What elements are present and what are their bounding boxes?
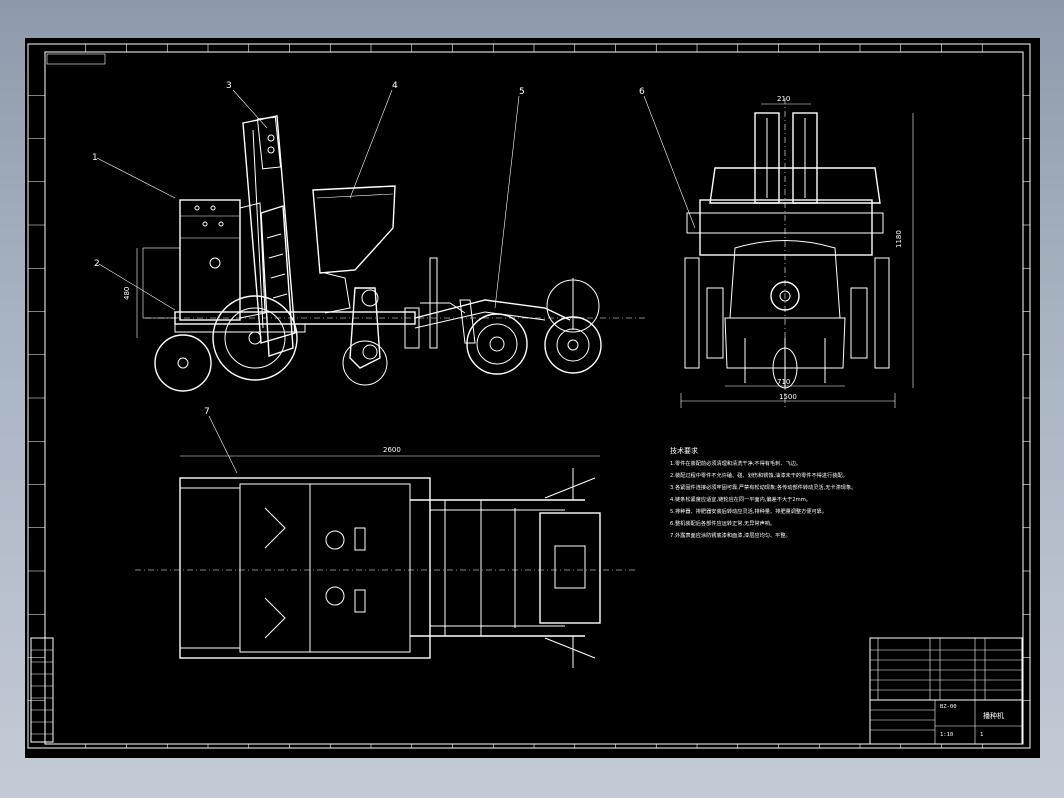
title-block-sheet: 1 [980, 732, 983, 738]
balloon-5: 5 [519, 87, 525, 97]
drawing-frame [27, 43, 1031, 749]
title-block-drawing-name: 播种机 [983, 711, 1004, 720]
balloon-4: 4 [392, 81, 398, 91]
dim-side-height: 480 [123, 287, 131, 300]
note-line-5: 5.排种器、排肥器安装后转动应灵活,排种量、排肥量调整方便可靠。 [670, 507, 827, 515]
title-block-drawing-no: BZ-00 [940, 704, 957, 710]
title-block: 播种机 BZ-00 1:10 1 [869, 637, 1023, 745]
notes-title: 技术要求 [670, 446, 698, 455]
note-line-1: 1.零件在装配前必须清理和清洗干净,不得有毛刺、飞边。 [670, 459, 801, 467]
revision-strip [30, 637, 54, 743]
dim-front-height: 1180 [895, 230, 903, 248]
balloon-2: 2 [94, 259, 100, 269]
note-line-3: 3.各紧固件连接必须牢固可靠,严禁有松动现象;各传动部件转动灵活,无卡滞现象。 [670, 483, 856, 491]
plan-view: 2600 [135, 446, 635, 668]
dim-plan-width: 2600 [383, 446, 401, 454]
note-line-7: 7.外露表面应涂防锈底漆和面漆,漆层应均匀、平整。 [670, 531, 791, 539]
balloon-1: 1 [92, 153, 98, 163]
technical-notes: 技术要求 1.零件在装配前必须清理和清洗干净,不得有毛刺、飞边。 2.装配过程中… [670, 446, 856, 539]
front-view: 1500 710 210 1180 [680, 95, 914, 408]
drawing-viewport[interactable]: 480 1500 710 210 1180 [25, 38, 1040, 758]
cad-drawing: 480 1500 710 210 1180 [27, 43, 1031, 749]
dim-front-mid: 710 [777, 378, 790, 386]
title-block-scale: 1:10 [940, 732, 953, 738]
dim-front-bottom: 1500 [779, 393, 797, 401]
note-line-4: 4.链条松紧度应适宜,链轮应在同一平面内,偏差不大于2mm。 [670, 495, 811, 503]
note-line-6: 6.整机装配后各部件应运转正常,无异常声响。 [670, 519, 775, 527]
dim-front-top: 210 [777, 95, 790, 103]
balloon-7: 7 [204, 407, 210, 417]
balloon-3: 3 [226, 81, 232, 91]
balloon-6: 6 [639, 87, 645, 97]
balloon-callouts: 1 2 3 4 5 6 7 [92, 81, 696, 474]
side-view: 480 [123, 115, 645, 392]
zone-marks [28, 44, 1030, 748]
note-line-2: 2.装配过程中零件不允许磕、碰、划伤和锈蚀,油漆未干的零件不得进行装配。 [670, 471, 848, 479]
